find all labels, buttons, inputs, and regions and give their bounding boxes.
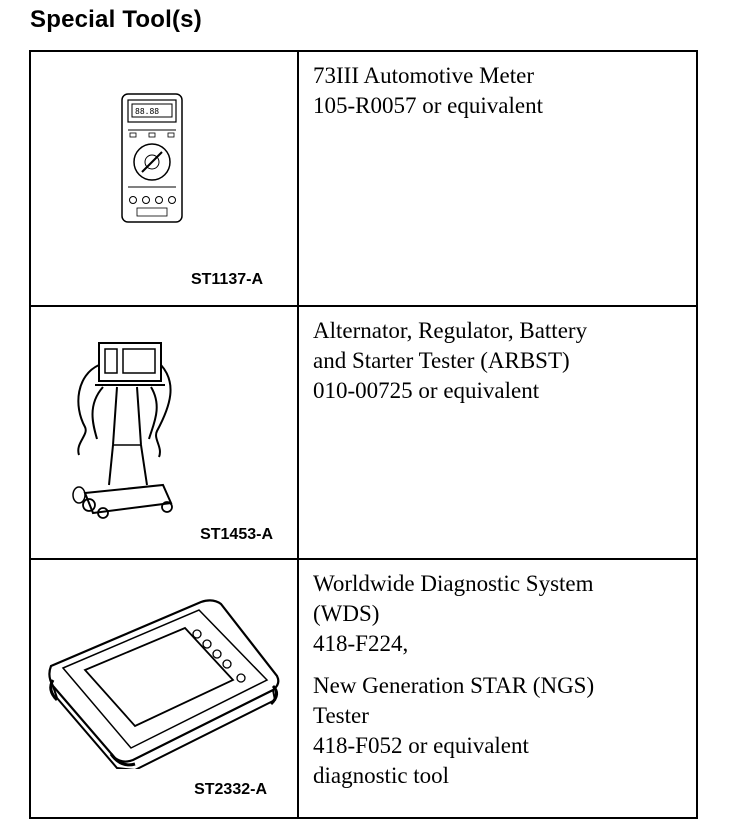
page-title: Special Tool(s) [30,6,202,33]
tool-line: Alternator, Regulator, Battery [313,318,588,343]
tool-description: Alternator, Regulator, Battery and Start… [299,307,696,558]
figure-code: ST1453-A [200,526,273,543]
tool-row: 88.88 ST1137-A 73III Automotive Meter 10… [31,52,696,305]
figure-code: ST1137-A [190,271,263,288]
multimeter-icon: 88.88 [121,93,183,223]
tool-line: 418-F052 or equivalent [313,733,529,758]
tool-line: Worldwide Diagnostic System [313,571,594,596]
tool-figure-cell: ST2332-A [31,560,299,817]
tool-description: 73III Automotive Meter 105-R0057 or equi… [299,52,696,305]
figure-code: ST2332-A [194,781,267,798]
tool-row: ST2332-A Worldwide Diagnostic System (WD… [31,558,696,817]
tool-description: Worldwide Diagnostic System (WDS) 418-F2… [299,560,696,817]
special-tools-table: 88.88 ST1137-A 73III Automotive Meter 10… [29,50,698,819]
diagnostic-tablet-icon [48,599,280,769]
tool-line: 105-R0057 or equivalent [313,93,543,118]
tool-line: and Starter Tester (ARBST) [313,348,570,373]
tool-figure-cell: ST1453-A [31,307,299,558]
tool-line: (WDS) [313,601,380,626]
svg-text:88.88: 88.88 [135,107,159,116]
tool-line: 010-00725 or equivalent [313,378,540,403]
tool-line: diagnostic tool [313,763,450,788]
tester-cart-icon [72,342,173,519]
tool-row: ST1453-A Alternator, Regulator, Battery … [31,305,696,558]
tool-line: New Generation STAR (NGS) [313,673,595,698]
tool-line: 418-F224, [313,631,409,656]
tool-figure-cell: 88.88 ST1137-A [31,52,299,305]
tool-line: 73III Automotive Meter [313,63,535,88]
tool-line: Tester [313,703,369,728]
